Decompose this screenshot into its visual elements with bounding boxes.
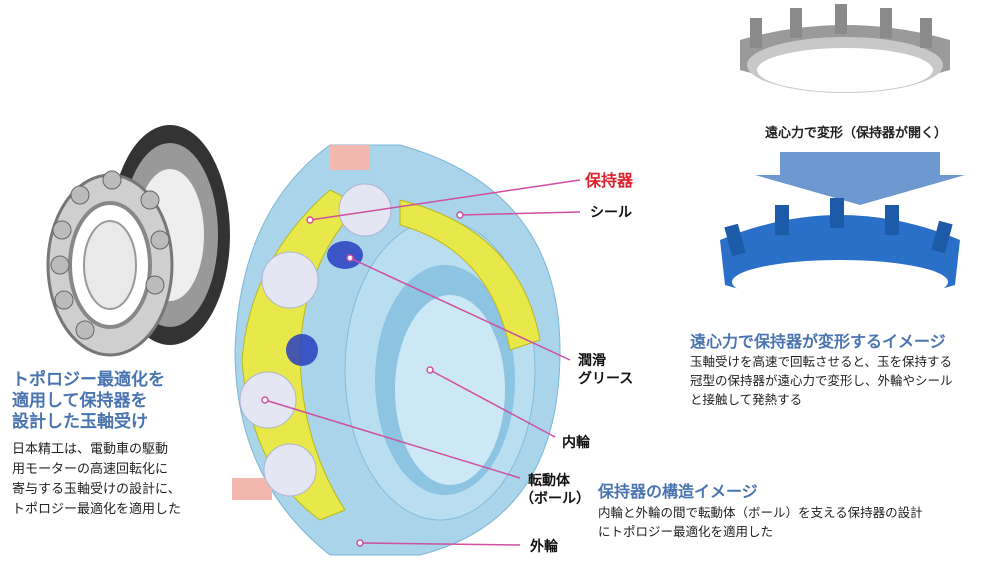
deform-caption: 遠心力で変形（保持器が開く） <box>765 126 948 141</box>
deform-title: 遠心力で保持器が変形するイメージ <box>690 332 946 351</box>
deform-body-line: 冠型の保持器が遠心力で変形し、外輪やシール <box>690 373 953 388</box>
cage-deformed <box>720 198 960 304</box>
left-title: トポロジー最適化を 適用して保持器を 設計した玉軸受け <box>12 370 165 433</box>
left-body-line: 寄与する玉軸受けの設計に、 <box>12 482 181 497</box>
label-grease: 潤滑 グリース <box>578 352 633 388</box>
deform-body-line: と接触して発熱する <box>690 392 803 407</box>
label-seal: シール <box>590 205 632 221</box>
deform-body: 玉軸受けを高速で回転させると、玉を保持する 冠型の保持器が遠心力で変形し、外輪や… <box>690 352 953 409</box>
left-title-line: 設計した玉軸受け <box>12 412 148 432</box>
structure-title: 保持器の構造イメージ <box>598 482 758 501</box>
bearing-cutaway <box>232 144 561 556</box>
left-body-line: 用モーターの高速回転化に <box>12 462 169 477</box>
label-grease-line: グリース <box>578 371 634 387</box>
structure-body: 内輪と外輪の間で転動体（ボール）を支える保持器の設計 にトポロジー最適化を適用し… <box>598 503 923 541</box>
deform-body-line: 玉軸受けを高速で回転させると、玉を保持する <box>690 354 953 369</box>
structure-body-line: 内輪と外輪の間で転動体（ボール）を支える保持器の設計 <box>598 505 923 520</box>
left-body: 日本精工は、電動車の駆動 用モーターの高速回転化に 寄与する玉軸受けの設計に、 … <box>12 440 181 520</box>
label-cage: 保持器 <box>585 171 634 190</box>
label-ball-line: 転動体 <box>528 473 570 489</box>
label-inner-ring: 内輪 <box>562 435 590 451</box>
bearing-photo <box>46 125 230 357</box>
left-title-line: 適用して保持器を <box>12 391 148 411</box>
leader-lines <box>261 179 581 547</box>
left-body-line: 日本精工は、電動車の駆動 <box>12 442 169 457</box>
label-grease-line: 潤滑 <box>578 353 606 369</box>
label-ball: 転動体 （ボール） <box>520 472 590 508</box>
cage-normal <box>740 4 950 93</box>
structure-body-line: にトポロジー最適化を適用した <box>598 524 774 539</box>
label-ball-line: （ボール） <box>520 491 590 507</box>
arrow-down-icon <box>755 152 965 205</box>
label-outer-ring: 外輪 <box>530 539 558 555</box>
left-body-line: トポロジー最適化を適用した <box>12 502 182 517</box>
left-title-line: トポロジー最適化を <box>12 370 165 390</box>
